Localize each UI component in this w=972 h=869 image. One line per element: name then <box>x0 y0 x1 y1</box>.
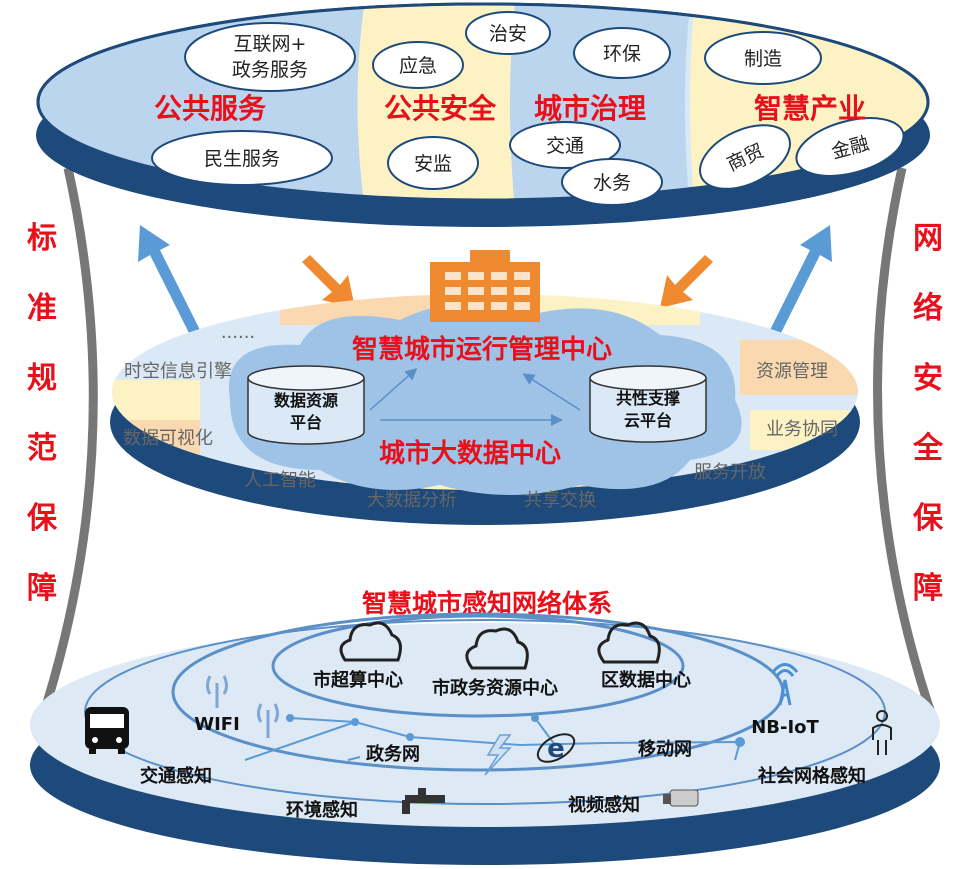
signal-tower-icon <box>771 663 799 706</box>
cloud-icon <box>465 627 529 670</box>
sensing-traffic: 交通感知 <box>140 765 212 787</box>
bubble-safety-supervision: 安监 <box>387 136 479 190</box>
arrow-up-right-icon <box>765 225 832 345</box>
svg-text:互联网+: 互联网+ <box>234 33 307 55</box>
svg-text:障: 障 <box>913 571 943 606</box>
capability-visualization: 数据可视化 <box>123 428 213 449</box>
cloud-icon <box>597 621 661 664</box>
svg-text:范: 范 <box>27 431 57 466</box>
bubble-internet-gov: 互联网+ 政务服务 <box>184 22 356 92</box>
svg-text:保: 保 <box>913 501 944 536</box>
svg-text:保: 保 <box>27 501 58 536</box>
bottom-layer <box>30 612 940 865</box>
network-wifi: WIFI <box>194 714 240 735</box>
svg-text:障: 障 <box>27 571 57 606</box>
svg-text:应急: 应急 <box>399 55 437 77</box>
svg-text:规: 规 <box>27 361 57 396</box>
capability-resource-mgmt: 资源管理 <box>756 361 828 382</box>
capability-more: ...... <box>221 322 255 343</box>
svg-text:云平台: 云平台 <box>624 411 672 430</box>
svg-text:网: 网 <box>913 221 943 256</box>
internet-explorer-icon: e <box>536 733 576 764</box>
arrow-down-right-icon <box>660 255 713 308</box>
right-side-label: 网 络 安 全 保 障 <box>912 221 944 606</box>
svg-text:e: e <box>547 734 565 764</box>
office-building-icon <box>430 250 540 322</box>
bubble-water: 水务 <box>561 158 663 206</box>
capability-service-open: 服务开放 <box>694 462 766 483</box>
right-pillar <box>873 167 940 727</box>
center-gov-resources: 市政务资源中心 <box>432 677 558 699</box>
sensing-environment: 环境感知 <box>286 799 358 821</box>
arrow-up-left-icon <box>138 225 205 345</box>
center-supercomputing: 市超算中心 <box>313 669 403 691</box>
left-pillar <box>35 167 98 727</box>
sensing-video: 视频感知 <box>568 794 640 816</box>
svg-text:准: 准 <box>27 291 57 326</box>
bubble-environment: 环保 <box>573 27 671 79</box>
bubble-traffic: 交通 <box>509 121 621 169</box>
capability-business-collab: 业务协同 <box>766 419 838 440</box>
svg-text:共性支撑: 共性支撑 <box>616 389 680 408</box>
data-resource-platform: 数据资源 平台 <box>247 365 365 445</box>
svg-text:全: 全 <box>912 431 944 466</box>
sensing-social-grid: 社会网格感知 <box>758 765 866 787</box>
svg-text:安: 安 <box>913 361 943 396</box>
svg-text:数据资源: 数据资源 <box>274 391 338 410</box>
bubble-commerce: 商贸 <box>699 124 791 190</box>
bubble-manufacturing: 制造 <box>704 31 822 85</box>
bubble-finance: 金融 <box>795 117 905 177</box>
capability-sharing-exchange: 共享交换 <box>524 490 596 511</box>
capability-ai: 人工智能 <box>244 470 316 491</box>
svg-text:标: 标 <box>27 221 57 256</box>
bubble-livelihood: 民生服务 <box>151 130 333 186</box>
arrow-down-left-icon <box>302 255 355 308</box>
common-support-cloud-platform: 共性支撑 云平台 <box>589 365 707 443</box>
svg-text:环保: 环保 <box>603 43 641 65</box>
cloud-icon <box>339 621 402 662</box>
bus-icon <box>85 707 129 754</box>
capability-spatiotemporal-engine: 时空信息引擎 <box>124 361 232 382</box>
ops-center-title: 智慧城市运行管理中心 <box>352 334 612 365</box>
bubble-emergency: 应急 <box>372 41 464 89</box>
svg-text:平台: 平台 <box>290 413 322 432</box>
svg-text:政务服务: 政务服务 <box>232 59 308 81</box>
network-mobile: 移动网 <box>638 738 692 760</box>
svg-text:制造: 制造 <box>744 48 782 70</box>
network-gov: 政务网 <box>366 743 420 765</box>
network-nbiot: NB-IoT <box>751 717 819 738</box>
svg-text:治安: 治安 <box>489 23 527 45</box>
svg-text:安监: 安监 <box>414 153 452 175</box>
bubble-public-order: 治安 <box>465 11 551 55</box>
category-public-service: 公共服务 <box>154 92 266 125</box>
cloud-shape <box>228 303 742 495</box>
capability-big-data-analysis: 大数据分析 <box>367 490 457 511</box>
person-icon <box>872 710 892 755</box>
svg-text:民生服务: 民生服务 <box>204 148 280 170</box>
category-smart-industry: 智慧产业 <box>754 92 866 125</box>
svg-text:水务: 水务 <box>593 172 631 194</box>
center-district-data: 区数据中心 <box>601 669 691 691</box>
svg-text:交通: 交通 <box>546 135 584 157</box>
camera-icon <box>663 789 699 807</box>
big-data-center-title: 城市大数据中心 <box>379 438 561 469</box>
left-side-label: 标 准 规 范 保 障 <box>27 221 58 606</box>
category-public-safety: 公共安全 <box>384 92 497 125</box>
faucet-icon <box>402 788 445 814</box>
wifi-antenna-icon <box>206 675 279 738</box>
category-city-governance: 城市治理 <box>534 92 646 125</box>
lightning-icon <box>484 734 512 776</box>
svg-text:络: 络 <box>913 291 943 326</box>
